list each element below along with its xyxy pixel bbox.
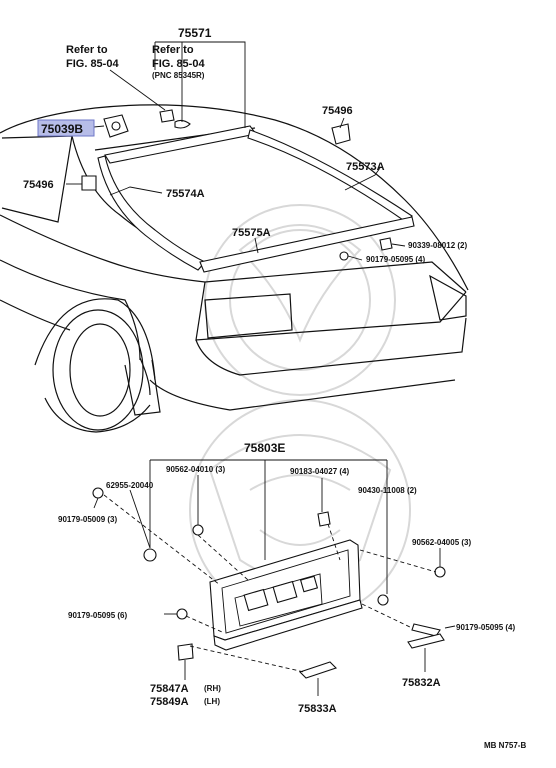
fastener-90562-04010 [192, 524, 204, 536]
back-panel-garnish [92, 487, 446, 679]
car-body [0, 104, 469, 433]
fastener-90430 [377, 594, 389, 606]
footer-code: MB N757-B [484, 741, 526, 750]
label-75803e: 75803E [244, 441, 285, 455]
label-refer-2: Refer to [152, 44, 194, 56]
fastener-90183 [317, 511, 331, 527]
label-90339: 90339-08012 (2) [408, 241, 467, 250]
labels: 75571 Refer to FIG. 85-04 Refer to FIG. … [23, 26, 526, 750]
fastener-90179-left [176, 608, 188, 620]
label-75847a-side: (RH) [204, 684, 221, 693]
label-75847a: 75847A [150, 683, 189, 695]
label-75833a: 75833A [298, 703, 337, 715]
label-75571: 75571 [178, 26, 212, 40]
label-90562-04005: 90562-04005 (3) [412, 538, 471, 547]
label-90430: 90430-11008 (2) [358, 486, 417, 495]
clip-75496-right [331, 123, 351, 145]
label-75832a: 75832A [402, 677, 441, 689]
label-90183: 90183-04027 (4) [290, 467, 349, 476]
hatch-glass-trim [81, 109, 415, 273]
label-75573a: 75573A [346, 161, 385, 173]
label-75575a: 75575A [232, 227, 271, 239]
label-90562-04010: 90562-04010 (3) [166, 465, 225, 474]
leader-lines-bottom [93, 459, 456, 696]
label-refer-1: Refer to [66, 44, 108, 56]
label-fig-1: FIG. 85-04 [66, 58, 119, 70]
part-75832a [407, 633, 445, 649]
fastener-90179-right [411, 623, 441, 637]
fastener-62955 [143, 548, 157, 562]
fastener-90179-05009 [92, 487, 104, 499]
label-90179-left: 90179-05095 (6) [68, 611, 127, 620]
label-75849a: 75849A [150, 696, 189, 708]
label-90179-right: 90179-05095 (4) [456, 623, 515, 632]
watermark-emblem [189, 204, 411, 621]
label-pnc-note: (PNC 85345R) [152, 71, 205, 80]
part-75847a [177, 643, 194, 661]
label-75496-left: 75496 [23, 179, 54, 191]
highlight-75039b [37, 119, 95, 137]
fastener-90562-04005 [434, 566, 446, 578]
label-62955: 62955-20040 [106, 481, 154, 490]
label-90179-top: 90179-05095 (4) [366, 255, 425, 264]
label-90179-05009: 90179-05009 (3) [58, 515, 117, 524]
part-75833a [298, 661, 338, 679]
label-fig-2: FIG. 85-04 [152, 58, 205, 70]
label-75574a: 75574A [166, 188, 205, 200]
label-75496-right: 75496 [322, 105, 353, 117]
clip-75496-left [81, 175, 97, 191]
leader-lines-top [66, 41, 406, 261]
label-75039b: 75039B [41, 122, 83, 136]
label-75849a-side: (LH) [204, 697, 220, 706]
